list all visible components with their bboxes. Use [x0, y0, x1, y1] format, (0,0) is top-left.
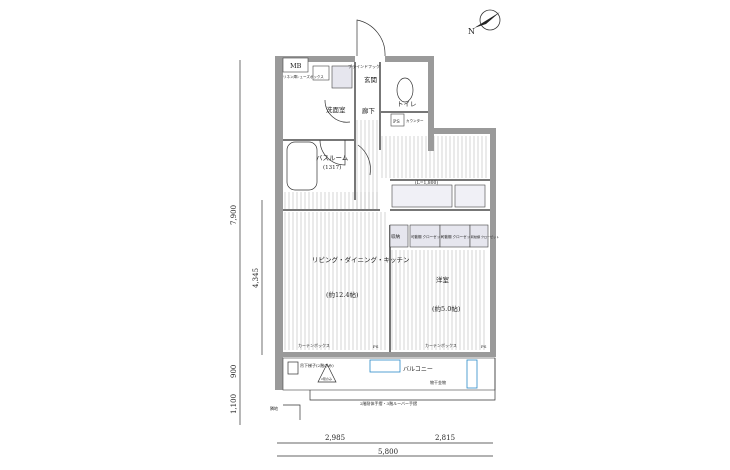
shoe-box-label: シューズボックス	[296, 74, 324, 79]
western-room-label: 洋室	[436, 275, 450, 284]
ldk-label: リビング・ダイニング・キッチン	[312, 255, 410, 264]
balcony-label: バルコニー	[403, 366, 433, 373]
dim-balcony-depth: 900	[230, 365, 238, 378]
entrance-door[interactable]	[356, 19, 386, 57]
dim-room-depth: 4,345	[252, 268, 260, 288]
railing-note: 2階耐体手摺・3階ルーバー手摺	[360, 400, 417, 406]
entrance-label: 玄関	[364, 75, 377, 84]
side-note: 隣地	[270, 405, 278, 411]
dim-lower-depth: 1,100	[230, 394, 238, 414]
hallway-label: 廊下	[362, 106, 376, 115]
bath-size: (1317)	[323, 164, 341, 171]
bath-label: バスルーム	[316, 154, 349, 162]
fridge-space	[454, 184, 486, 208]
svg-text:N: N	[468, 27, 475, 36]
ldk-size: (約12.4帖)	[326, 290, 359, 299]
blind-hook-label: ブラインドフック	[348, 63, 380, 69]
hatch-label: 吊下梯子(2階のみ)	[300, 362, 334, 368]
closet-label-1: 可動棚 クローゼット	[411, 234, 444, 239]
ps-label: PS	[393, 119, 400, 125]
shoe-box	[331, 65, 353, 89]
curtain-box-label: カーテンボックス	[298, 342, 330, 348]
compass-icon: N	[468, 9, 501, 36]
ps-label: PS	[481, 344, 487, 349]
closet-label-2: 可動棚 クローゼット	[441, 234, 474, 239]
toilet-fixture	[396, 77, 414, 103]
hallway-door[interactable]	[357, 144, 371, 176]
linen-storage	[312, 65, 330, 81]
ps-label: PS	[373, 344, 379, 349]
exterior-walls	[275, 56, 496, 390]
curtain-box-label: カーテンボックス	[425, 342, 457, 348]
kitchen-counter	[391, 184, 453, 208]
closet-label-3: 可動棚 クローゼット	[471, 234, 499, 239]
interior-walls	[283, 62, 490, 352]
counter-label: カウンター	[406, 118, 424, 123]
linen-label: リネン庫	[283, 74, 297, 79]
storage-label: 収納	[391, 233, 400, 240]
bathtub	[286, 141, 318, 191]
washroom-label: 洗面室	[326, 105, 346, 114]
bathroom-door[interactable]	[319, 139, 346, 166]
hatch-label-2: 2階のみ	[321, 376, 332, 381]
kitchen-length: (L=1,800)	[415, 179, 438, 186]
mb-box	[282, 57, 309, 73]
ps-box	[390, 113, 405, 127]
dim-total-width: 5,800	[378, 448, 398, 456]
dimension-lines	[239, 60, 493, 457]
balcony	[282, 357, 496, 420]
drying-hardware-label: 物干金物	[430, 379, 446, 385]
dim-total-depth: 7,900	[230, 205, 238, 225]
dim-right-width: 2,815	[435, 434, 455, 442]
western-room-size: (約5.0帖)	[432, 304, 461, 313]
closets	[389, 224, 489, 248]
floor-hatching	[284, 120, 487, 350]
mb-label: MB	[290, 62, 302, 70]
toilet-label: トイレ	[397, 100, 417, 108]
washroom-door[interactable]	[324, 99, 351, 123]
dim-left-width: 2,985	[325, 434, 345, 442]
